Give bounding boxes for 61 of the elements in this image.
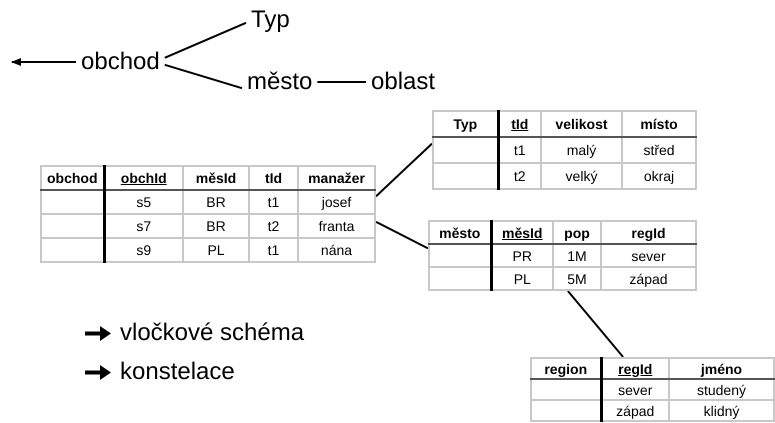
table-cell: t2 — [249, 214, 298, 238]
data-table — [530, 357, 775, 422]
entity-label: Typ — [246, 6, 295, 34]
connector-line — [375, 142, 433, 198]
column-header: měsId — [491, 221, 553, 244]
connector-line — [317, 81, 366, 83]
column-header: tId — [249, 166, 298, 190]
column-header: regId — [601, 221, 696, 244]
column-header: region — [531, 358, 601, 379]
table-cell: 5M — [553, 267, 601, 290]
connector-line — [376, 220, 428, 250]
table-cell: t2 — [498, 163, 541, 189]
table-cell: 1M — [553, 244, 601, 267]
column-header: velikost — [541, 111, 622, 137]
table-cell: západ — [601, 400, 669, 421]
table-cell: BR — [183, 214, 249, 238]
table-cell: PR — [491, 244, 553, 267]
data-table — [428, 220, 697, 291]
table-cell: klidný — [669, 400, 774, 421]
table-cell: malý — [541, 137, 622, 163]
column-header: regId — [601, 358, 669, 379]
table-cell: t1 — [249, 190, 298, 214]
table-cell: franta — [298, 214, 375, 238]
column-header: pop — [553, 221, 601, 244]
connector-line — [164, 64, 242, 90]
table-cell: západ — [601, 267, 696, 290]
table-cell: sever — [601, 244, 696, 267]
column-header: obchod — [41, 166, 104, 190]
table-cell: t1 — [498, 137, 541, 163]
table-cell: okraj — [622, 163, 696, 189]
table-cell: nána — [298, 238, 375, 262]
table-cell: s9 — [104, 238, 183, 262]
note-text: konstelace — [120, 358, 235, 386]
connector-line — [164, 22, 246, 59]
entity-label: město — [242, 68, 318, 96]
column-header: místo — [622, 111, 696, 137]
arrow — [11, 58, 76, 66]
column-header: tId — [498, 111, 541, 137]
column-header: Typ — [433, 111, 498, 137]
table-cell: s5 — [104, 190, 183, 214]
entity-label: obchod — [76, 48, 165, 76]
table-cell: BR — [183, 190, 249, 214]
note-text: vločkové schéma — [120, 319, 304, 347]
table-cell: s7 — [104, 214, 183, 238]
column-header: město — [429, 221, 491, 244]
data-table — [40, 165, 376, 263]
table-cell: sever — [601, 379, 669, 400]
table-cell: t1 — [249, 238, 298, 262]
table-cell: střed — [622, 137, 696, 163]
table-cell: PL — [491, 267, 553, 290]
connector-line — [567, 290, 624, 358]
table-cell: velký — [541, 163, 622, 189]
table-cell: studený — [669, 379, 774, 400]
column-header: jméno — [669, 358, 774, 379]
entity-label: oblast — [366, 68, 440, 96]
column-header: měsId — [183, 166, 249, 190]
data-table — [432, 110, 697, 190]
table-cell: josef — [298, 190, 375, 214]
table-cell: PL — [183, 238, 249, 262]
column-header: obchId — [104, 166, 183, 190]
column-header: manažer — [298, 166, 375, 190]
